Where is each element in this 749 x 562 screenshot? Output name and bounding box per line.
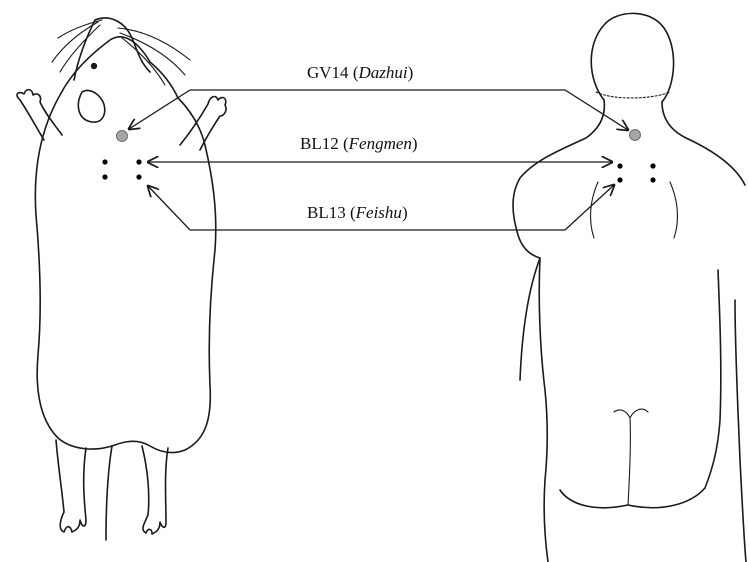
rat-body-outline [35,37,215,453]
human-buttocks [560,488,705,508]
human-scapula-left [591,182,598,238]
rat-left-forelimb [17,90,62,140]
human-head [591,13,673,102]
rat-tail-base [106,446,112,540]
bl12-name: Fengmen [349,134,412,153]
human-bl-points [617,163,655,182]
bl12-label: BL12 (Fengmen) [300,135,418,152]
bl13-code: BL13 [307,203,346,222]
rat-right-forelimb [180,97,226,150]
human-gluteal-cleft [614,409,648,505]
rat-right-hindlimb [142,446,168,534]
rat-ear [78,90,104,122]
bl12-code: BL12 [300,134,339,153]
gv14-label: GV14 (Dazhui) [307,64,413,81]
bl13-label: BL13 (Feishu) [307,204,408,221]
human-hairline [596,92,670,98]
rat-bl-points [102,159,141,179]
gv14-code: GV14 [307,63,349,82]
rat-head [74,18,150,80]
human-gv14-point [630,130,641,141]
rat-left-hindlimb [56,440,86,532]
human-torso-outline [513,100,604,562]
human-lower-right-edge [705,270,721,488]
human-illustration [513,13,746,562]
bl13-name: Feishu [356,203,402,222]
rat-eye [91,63,97,69]
human-torso-outline-right [662,102,745,185]
human-right-arm [735,300,746,562]
rat-illustration [17,18,226,540]
rat-gv14-point [117,131,128,142]
human-left-arm [520,258,540,380]
human-scapula-right [670,182,677,238]
gv14-name: Dazhui [358,63,407,82]
